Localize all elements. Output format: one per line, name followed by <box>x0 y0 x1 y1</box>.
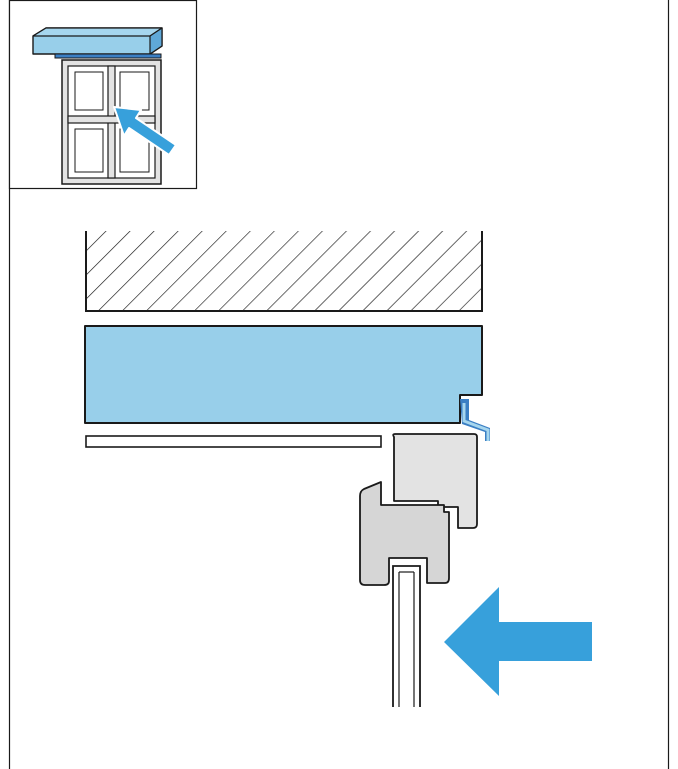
lower-frame-profile <box>359 481 450 586</box>
thumbnail-panel <box>8 0 198 190</box>
glass-sash <box>392 565 421 707</box>
window-mullion-horizontal <box>67 115 156 124</box>
upper-frame-profile <box>392 433 478 529</box>
rail-strip <box>85 435 382 448</box>
wall-lintel <box>85 231 483 312</box>
mounting-clip-highlight <box>462 403 490 441</box>
window-pane-bottom-left <box>74 128 104 173</box>
wall-hatching <box>86 231 482 311</box>
unit-mounting-strip <box>54 53 162 59</box>
window-pane-top-left <box>74 71 104 111</box>
cross-section <box>84 231 490 707</box>
window-with-unit-icon <box>32 27 163 185</box>
mounting-clip <box>460 399 490 441</box>
unit-box-top <box>32 27 163 37</box>
push-direction-arrow-icon <box>113 106 177 156</box>
unit-body-section <box>84 325 483 424</box>
window-pane-top-right <box>119 71 150 111</box>
wall-outline <box>85 231 483 312</box>
push-direction-arrow-large <box>444 587 592 696</box>
unit-box-side <box>149 27 163 55</box>
